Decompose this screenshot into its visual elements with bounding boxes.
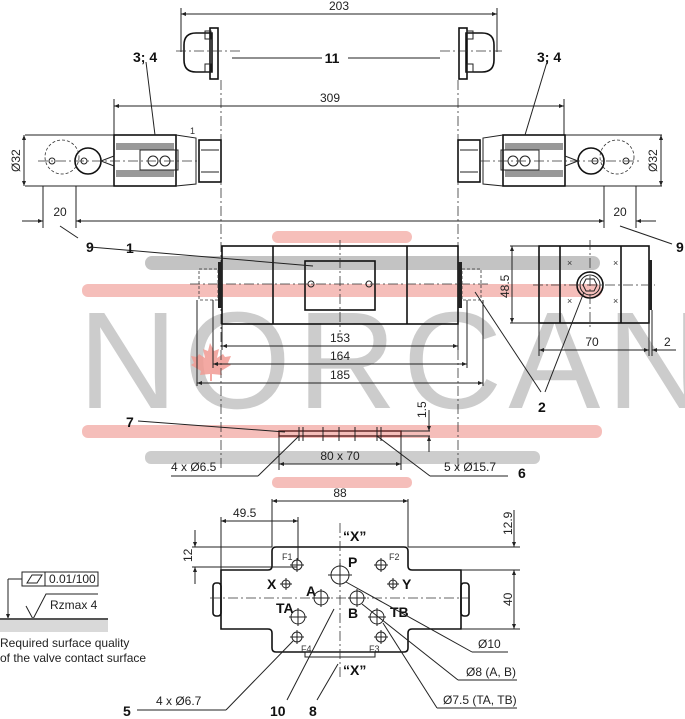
svg-text:×: ×: [613, 258, 618, 268]
item-label-6: 6: [518, 465, 526, 481]
holes-4x6-5: 4 x Ø6.5: [171, 460, 217, 474]
holes-5x15-7: 5 x Ø15.7: [444, 460, 496, 474]
dim-12-9: 12.9: [501, 511, 515, 535]
surface-quality-note: 0.01/100 Rzmax 4 Required surface qualit…: [0, 571, 146, 665]
port-a: A: [306, 583, 316, 599]
svg-text:×: ×: [613, 296, 618, 306]
note-line-1: Required surface quality: [0, 636, 129, 650]
end-cap-right: [440, 27, 502, 80]
dim-2: 2: [664, 335, 671, 349]
item-label-10: 10: [270, 703, 286, 719]
dim-12: 12: [181, 548, 195, 562]
fixing-f4: F4: [301, 644, 312, 654]
fixing-f2: F2: [389, 552, 400, 562]
svg-text:×: ×: [567, 296, 572, 306]
port-p: P: [348, 554, 357, 570]
flatness-icon: [26, 574, 43, 584]
port-x: X: [267, 576, 277, 592]
bottom-view: P A B TA TB X Y F1 F2 F3 F4 “X” “X” 88 4…: [123, 486, 520, 719]
x-marker-bottom: “X”: [343, 662, 366, 678]
item-label-5: 5: [123, 703, 131, 719]
item-label-8: 8: [309, 703, 317, 719]
plate-size: 80 x 70: [320, 449, 360, 463]
dim-20-left: 20: [53, 205, 67, 219]
end-cap-left: [176, 27, 240, 80]
item-label-11: 11: [325, 50, 340, 66]
front-view: 1 153 164 185 × × × × 48.5 70: [89, 240, 676, 415]
callout-dia10: Ø10: [478, 637, 501, 651]
dim-153: 153: [330, 331, 350, 345]
dim-1-5: 1.5: [415, 401, 429, 418]
dim-40: 40: [501, 592, 515, 606]
dim-203: 203: [329, 0, 349, 13]
roughness-value: Rzmax 4: [50, 598, 98, 612]
item-label-3-4-left: 3; 4: [133, 49, 157, 65]
item-label-9-right: 9: [676, 239, 684, 255]
item-label-2: 2: [538, 399, 546, 415]
dim-164: 164: [330, 349, 350, 363]
item-label-7: 7: [126, 414, 134, 430]
dim-309: 309: [320, 91, 340, 105]
tolerance-value: 0.01/100: [49, 572, 96, 586]
seal-plate: 1.5 7 80 x 70 4 x Ø6.5 5 x Ø15.7 6: [126, 401, 526, 481]
port-ta: TA: [276, 600, 294, 616]
dim-88: 88: [333, 486, 347, 500]
x-marker-top: “X”: [343, 528, 366, 544]
dim-70: 70: [585, 335, 599, 349]
dim-49-5: 49.5: [233, 506, 257, 520]
watermark: NORCAN: [78, 231, 685, 488]
top-view: 203 11 309: [9, 0, 684, 470]
fixing-f1: F1: [282, 552, 293, 562]
note-line-2: of the valve contact surface: [0, 651, 146, 665]
adjuster-left: 1: [38, 126, 222, 187]
dim-48-5: 48.5: [498, 274, 512, 298]
dia32-left: Ø32: [9, 149, 23, 172]
callout-dia8: Ø8 (A, B): [466, 665, 516, 679]
dim-20-right: 20: [613, 205, 627, 219]
fixing-f3: F3: [369, 644, 380, 654]
port-b: B: [348, 605, 358, 621]
dia32-right: Ø32: [646, 149, 660, 172]
dim-185: 185: [330, 368, 350, 382]
watermark-text: NORCAN: [78, 284, 685, 438]
port-y: Y: [402, 576, 412, 592]
roughness-icon: [25, 593, 98, 621]
item-label-3-4-right: 3; 4: [537, 49, 561, 65]
callout-dia7-5: Ø7.5 (TA, TB): [443, 693, 517, 707]
svg-text:×: ×: [567, 258, 572, 268]
callout-holes-4x6-7: 4 x Ø6.7: [156, 694, 202, 708]
dial-mark: 1: [190, 126, 195, 136]
item-label-1: 1: [126, 240, 134, 256]
adjuster-right: [457, 134, 642, 187]
